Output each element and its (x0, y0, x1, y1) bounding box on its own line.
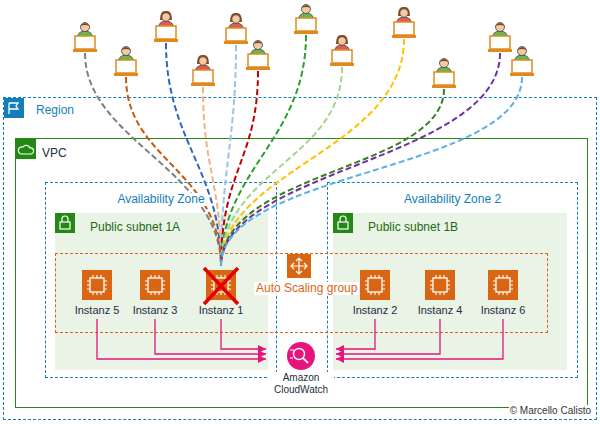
metrics-connector (336, 319, 375, 349)
copyright-note: © Marcello Calisto (509, 405, 592, 416)
instance-label: Instanz 4 (418, 304, 463, 317)
instance-label: Instanz 2 (353, 304, 398, 317)
instance-label: Instanz 1 (199, 304, 244, 317)
auto-scaling-icon (287, 254, 311, 278)
instance-label: Instanz 3 (133, 304, 178, 317)
region-icon (4, 98, 24, 118)
instance-label: Instanz 6 (481, 304, 526, 317)
node-label: Auto Scaling group (254, 282, 359, 295)
metrics-connector (336, 319, 440, 354)
metrics-connector (97, 319, 266, 359)
cloudwatch-icon (287, 342, 315, 370)
failed-instance-cross (204, 268, 238, 304)
metrics-connector (155, 319, 266, 354)
node-label: Availability Zone 2 (401, 193, 504, 206)
instance-label: Instanz 5 (75, 304, 120, 317)
metrics-connector (336, 319, 503, 359)
vpc-icon (16, 139, 36, 159)
node-label: Availability Zone (114, 193, 207, 206)
node-label: VPC (40, 147, 69, 160)
ec2-instance-icons (82, 270, 518, 300)
user-traffic-lines (85, 35, 522, 266)
node-label: Region (34, 104, 76, 117)
node-label: Public subnet 1A (88, 221, 182, 234)
subnet-lock-icon (55, 213, 353, 233)
node-label: Amazon CloudWatch (268, 372, 334, 396)
node-label: Public subnet 1B (366, 221, 460, 234)
user-icons (73, 5, 534, 89)
metrics-connector (221, 319, 266, 349)
